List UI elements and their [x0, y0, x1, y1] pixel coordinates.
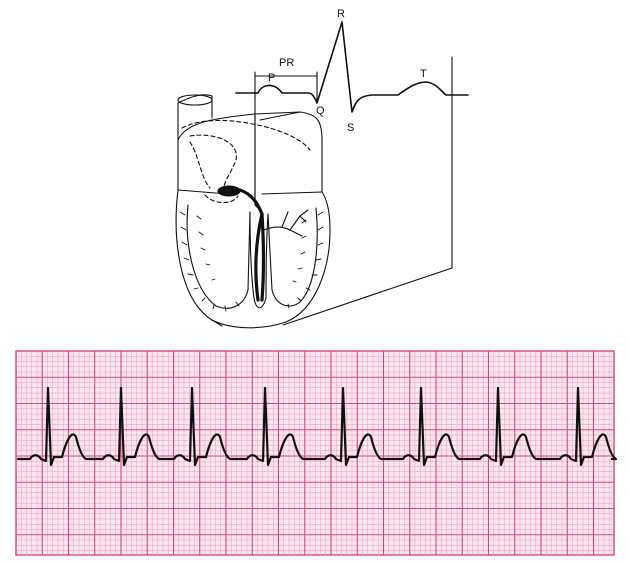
ecg-grid-minor [16, 351, 614, 555]
label-r: R [337, 8, 345, 20]
waveform-labels: R PR P T Q S [268, 8, 427, 134]
purkinje-fibers [179, 211, 324, 312]
heart-ecg-illustration [175, 21, 469, 329]
pr-interval-bracket [254, 71, 318, 102]
heart-outline [175, 94, 331, 329]
label-pr: PR [279, 57, 294, 69]
purkinje-branch [263, 209, 309, 237]
label-s: S [347, 122, 354, 134]
ecg-strip [15, 350, 618, 556]
internodal-tracts [181, 119, 311, 204]
ecg-strip-trace [16, 386, 618, 467]
ecg-grid-major [15, 350, 614, 555]
bundle-branches [238, 188, 266, 302]
label-p: P [268, 72, 275, 84]
label-q: Q [316, 105, 325, 117]
ecg-waveform [235, 21, 469, 113]
projection-frame [254, 56, 453, 326]
label-t: T [420, 68, 427, 80]
av-node [217, 185, 241, 197]
